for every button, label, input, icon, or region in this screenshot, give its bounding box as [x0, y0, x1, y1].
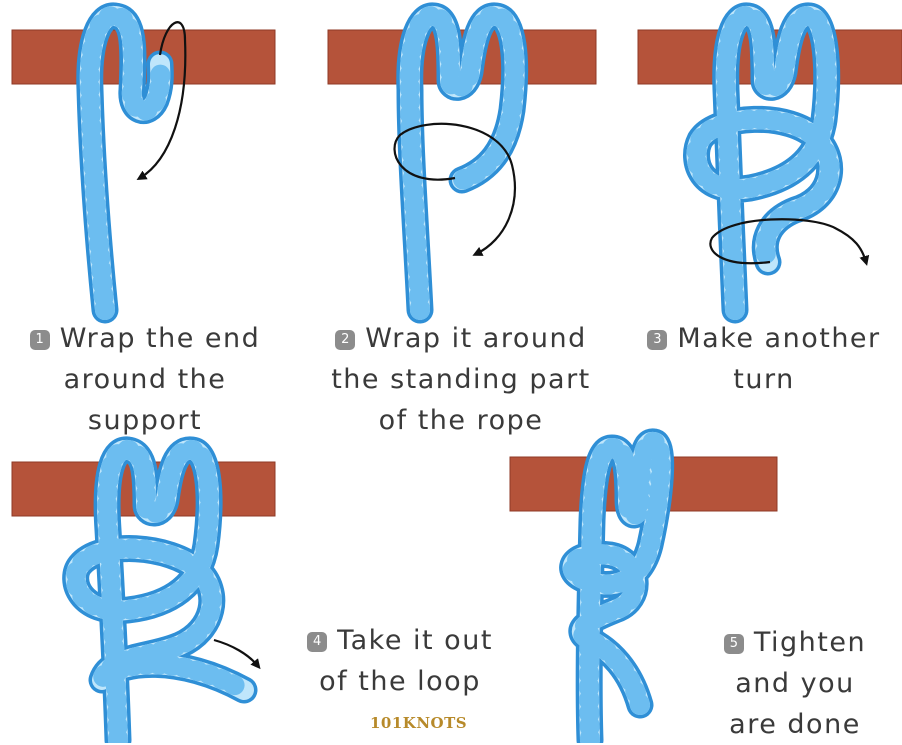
step-4-rope: [76, 450, 244, 740]
step-5-rope: [573, 442, 661, 740]
step-2-badge: 2: [335, 330, 355, 350]
step-2-line-3: of the rope: [296, 400, 626, 441]
step-4-line-1: Take it out: [337, 625, 493, 656]
step-5-line-1: Tighten: [754, 627, 866, 658]
step-5-badge: 5: [724, 634, 744, 654]
step-4-caption: 4 Take it out of the loop: [280, 620, 520, 702]
step-1-figure: [12, 16, 275, 310]
step-4-badge: 4: [307, 632, 327, 652]
step-3-badge: 3: [647, 330, 667, 350]
step-4-arrow: [214, 640, 258, 666]
step-1-caption: 1 Wrap the end around the support: [0, 318, 290, 441]
step-3-caption: 3 Make another turn: [628, 318, 900, 400]
step-1-line-1: Wrap the end: [60, 323, 261, 354]
step-5-line-3: are done: [690, 704, 900, 745]
step-1-rope: [90, 16, 161, 310]
step-1-badge: 1: [30, 330, 50, 350]
step-2-figure: [328, 16, 596, 310]
step-1-line-2: around the: [0, 359, 290, 400]
step-2-line-2: the standing part: [296, 359, 626, 400]
step-4-line-2: of the loop: [280, 661, 520, 702]
step-3-line-1: Make another: [677, 323, 880, 354]
step-5-caption: 5 Tighten and you are done: [690, 622, 900, 745]
step-1-line-3: support: [0, 400, 290, 441]
step-3-line-2: turn: [628, 359, 900, 400]
step-4-figure: [12, 450, 275, 740]
step-2-line-1: Wrap it around: [365, 323, 586, 354]
step-5-line-2: and you: [690, 663, 900, 704]
brand-logo: 101KNOTS: [370, 714, 467, 732]
step-3-figure: [638, 16, 902, 310]
step-2-caption: 2 Wrap it around the standing part of the…: [296, 318, 626, 441]
